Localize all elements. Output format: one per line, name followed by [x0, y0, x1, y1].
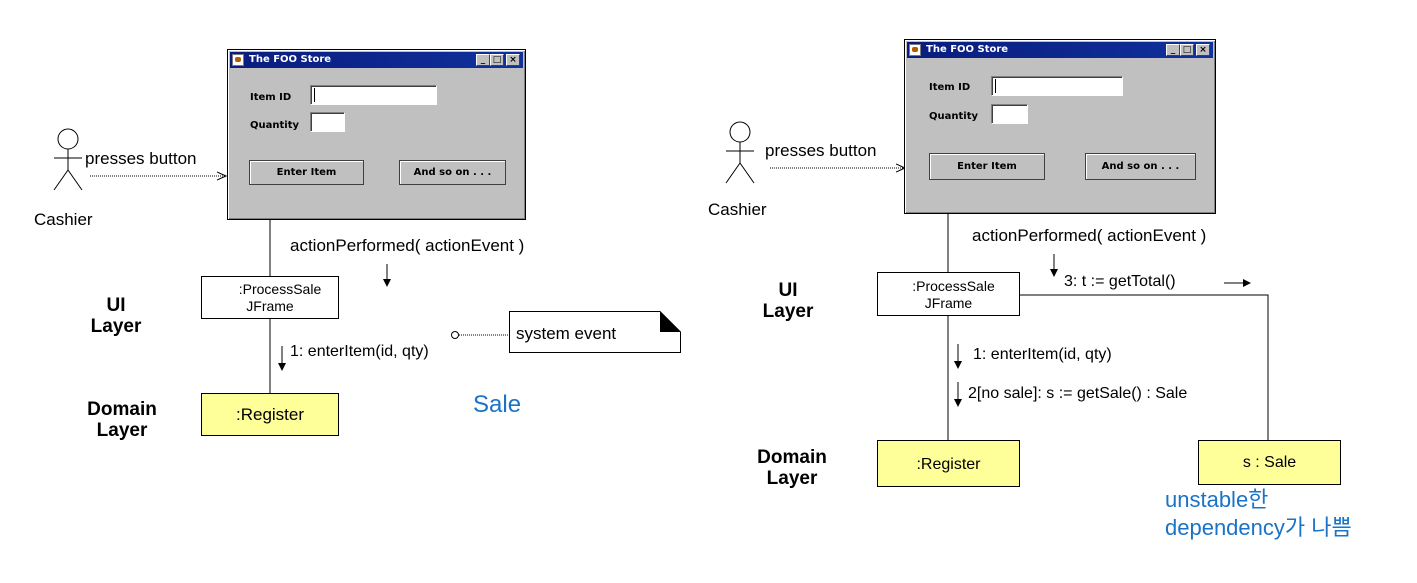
right-close-icon[interactable]: × — [1196, 44, 1210, 56]
left-domain-layer-label: Domain Layer — [72, 399, 172, 441]
right-domain-layer-label: Domain Layer — [742, 447, 842, 489]
right-enter-item-button[interactable]: Enter Item — [929, 153, 1045, 180]
left-register-box: :Register — [201, 393, 339, 436]
left-frame-line1: :ProcessSale — [238, 281, 322, 297]
left-actor-name: Cashier — [34, 210, 93, 229]
left-note-link-circle — [451, 331, 459, 339]
left-ui-layer-line1: UI — [106, 295, 126, 316]
left-message-enter-item: 1: enterItem(id, qty) — [290, 343, 429, 360]
left-item-id-label: Item ID — [250, 92, 292, 103]
right-message-get-total: 3: t := getTotal() — [1064, 273, 1176, 290]
right-message-enter-item: 1: enterItem(id, qty) — [973, 346, 1112, 363]
left-system-event-note — [509, 311, 681, 353]
left-note-text: system event — [516, 324, 617, 343]
left-maximize-icon[interactable]: □ — [490, 54, 504, 66]
right-message-action-performed: actionPerformed( actionEvent ) — [972, 226, 1207, 245]
right-window-titlebar: The FOO Store _ □ × — [907, 42, 1213, 58]
left-minimize-icon[interactable]: _ — [476, 54, 490, 66]
left-and-so-on-button[interactable]: And so on . . . — [399, 160, 506, 185]
right-ui-layer-label: UI Layer — [758, 280, 818, 322]
right-annotation-line2: dependency가 나쁨 — [1165, 515, 1352, 540]
left-window-titlebar: The FOO Store _ □ × — [230, 52, 523, 68]
right-quantity-field[interactable] — [991, 104, 1028, 124]
left-enter-item-button[interactable]: Enter Item — [249, 160, 364, 185]
left-ui-layer-label: UI Layer — [86, 295, 146, 337]
left-app-window: The FOO Store _ □ × Item ID Quantity Ent… — [227, 49, 526, 220]
right-frame-line2: JFrame — [924, 295, 973, 311]
right-actor-stick-figure-icon — [725, 121, 755, 184]
left-sale-annotation: Sale — [473, 391, 522, 418]
right-app-window: The FOO Store _ □ × Item ID Quantity Ent… — [904, 39, 1216, 214]
left-close-icon[interactable]: × — [506, 54, 520, 66]
right-register-box: :Register — [877, 440, 1020, 487]
left-quantity-field[interactable] — [310, 112, 345, 132]
left-frame-line2: JFrame — [246, 298, 294, 314]
right-ui-layer-line2: Layer — [762, 301, 814, 322]
left-domain-layer-line2: Layer — [96, 420, 148, 441]
right-minimize-icon[interactable]: _ — [1166, 44, 1180, 56]
left-actor-action: presses button — [85, 149, 197, 168]
left-item-id-field[interactable] — [310, 85, 437, 105]
left-window-app-icon — [232, 54, 244, 66]
right-window-title: The FOO Store — [926, 44, 1009, 55]
right-quantity-label: Quantity — [929, 111, 978, 122]
left-ui-layer-line2: Layer — [90, 316, 142, 337]
left-message-action-performed: actionPerformed( actionEvent ) — [290, 236, 525, 255]
left-quantity-label: Quantity — [250, 120, 299, 131]
right-processsale-jframe-box: :ProcessSale JFrame — [877, 272, 1020, 316]
right-item-id-label: Item ID — [929, 82, 971, 93]
right-message-get-sale: 2[no sale]: s := getSale() : Sale — [968, 385, 1188, 402]
right-actor-action: presses button — [765, 141, 877, 160]
left-processsale-jframe-box: :ProcessSale JFrame — [201, 276, 339, 319]
right-and-so-on-button[interactable]: And so on . . . — [1085, 153, 1196, 180]
right-frame-sale-link — [1019, 294, 1269, 440]
right-maximize-icon[interactable]: □ — [1180, 44, 1194, 56]
left-actor-stick-figure-icon — [53, 128, 83, 191]
right-item-id-field[interactable] — [991, 76, 1123, 96]
right-domain-layer-line2: Layer — [766, 468, 818, 489]
right-window-app-icon — [909, 44, 921, 56]
right-annotation-line1: unstable한 — [1165, 487, 1269, 512]
right-actor-name: Cashier — [708, 200, 767, 219]
right-sale-box: s : Sale — [1198, 440, 1341, 485]
right-frame-line1: :ProcessSale — [912, 278, 995, 294]
left-window-title: The FOO Store — [249, 54, 332, 65]
right-ui-layer-line1: UI — [778, 280, 798, 301]
right-domain-layer-line1: Domain — [757, 447, 827, 468]
left-domain-layer-line1: Domain — [87, 399, 157, 420]
